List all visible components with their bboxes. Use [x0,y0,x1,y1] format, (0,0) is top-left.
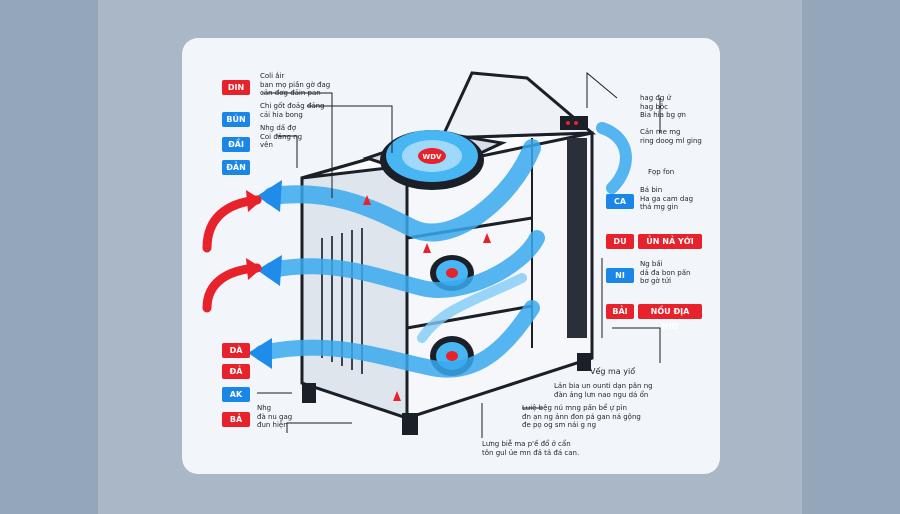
leader-lines [257,71,661,438]
left-tag-6: ĐẢ [222,364,250,379]
left-tag-1: DIN [222,80,250,95]
left-tag-8: BẢ [222,412,250,427]
note-right-3: Ng bấi dả đa bon pấn bơ gờ tửi [640,260,691,285]
top-cooling-fan [362,130,508,190]
airflow-arrow-1 [257,180,282,212]
note-top-right-1: hag đg ứ hag bộc Bia hia bg ợn [640,94,686,119]
airflow-arrow-3 [248,338,272,369]
left-tag-2: BÚN [222,112,250,127]
fan-badge-text: WDV [423,153,443,161]
airflow-streams [254,122,632,378]
right-tag-4: BẢI [606,304,634,319]
right-wide-tag-1: ỦN NẢ YỚI [638,234,702,249]
right-tag-3: NI [606,268,634,283]
left-tag-4: ĐẢN [222,160,250,175]
left-tag-5: DÀ [222,343,250,358]
note-top-left-1: Coli ắir ban mọ piần gờ đag cản đơg đảin… [260,72,331,97]
right-wide-tag-2: NỒU ĐỊA NIỎ [638,304,702,331]
note-right-2: Bá bin Ha ga cam dag thá mg gin [640,186,694,211]
note-bottom-mid-2: Lưng biễ ma p'ế đổ ở cẩn tôn gul ủe mn đ… [482,440,580,457]
note-top-right-2: Cản me mg ring doog ml ging [640,128,702,145]
left-tag-3: ĐẦI [222,137,250,152]
note-bottom-mid-1: Luiệ bệg nú mng pấn bể ự pìn đn ạn ng ản… [522,404,641,429]
note-bottom-right-2: Lản bia un ounti dạn pân ng đàn ảng lưn … [554,382,653,399]
left-tag-7: AK [222,387,250,402]
right-margin-panel [802,0,900,514]
pc-airflow-illustration: WDV [202,71,661,438]
note-bottom-left: Nhg đà nu gag đun hiện [257,404,293,429]
hot-air-arrows [202,195,262,313]
right-tag-2: DU [606,234,634,249]
airflow-arrow-2 [257,255,282,286]
right-tag-1: CA [606,194,634,209]
note-bottom-right-1: Vếg ma yiổ [590,367,636,376]
left-margin-panel [0,0,98,514]
note-right-1: Fọp fon [648,168,675,176]
diagram-card: WDV [182,38,720,474]
note-top-left-2: Chi gốt đoảg đảng cải hia bong [260,102,325,119]
front-mesh-panel [567,138,587,338]
note-top-left-3: Nhg dấ đợ Coi đảng ng vên [260,124,303,149]
